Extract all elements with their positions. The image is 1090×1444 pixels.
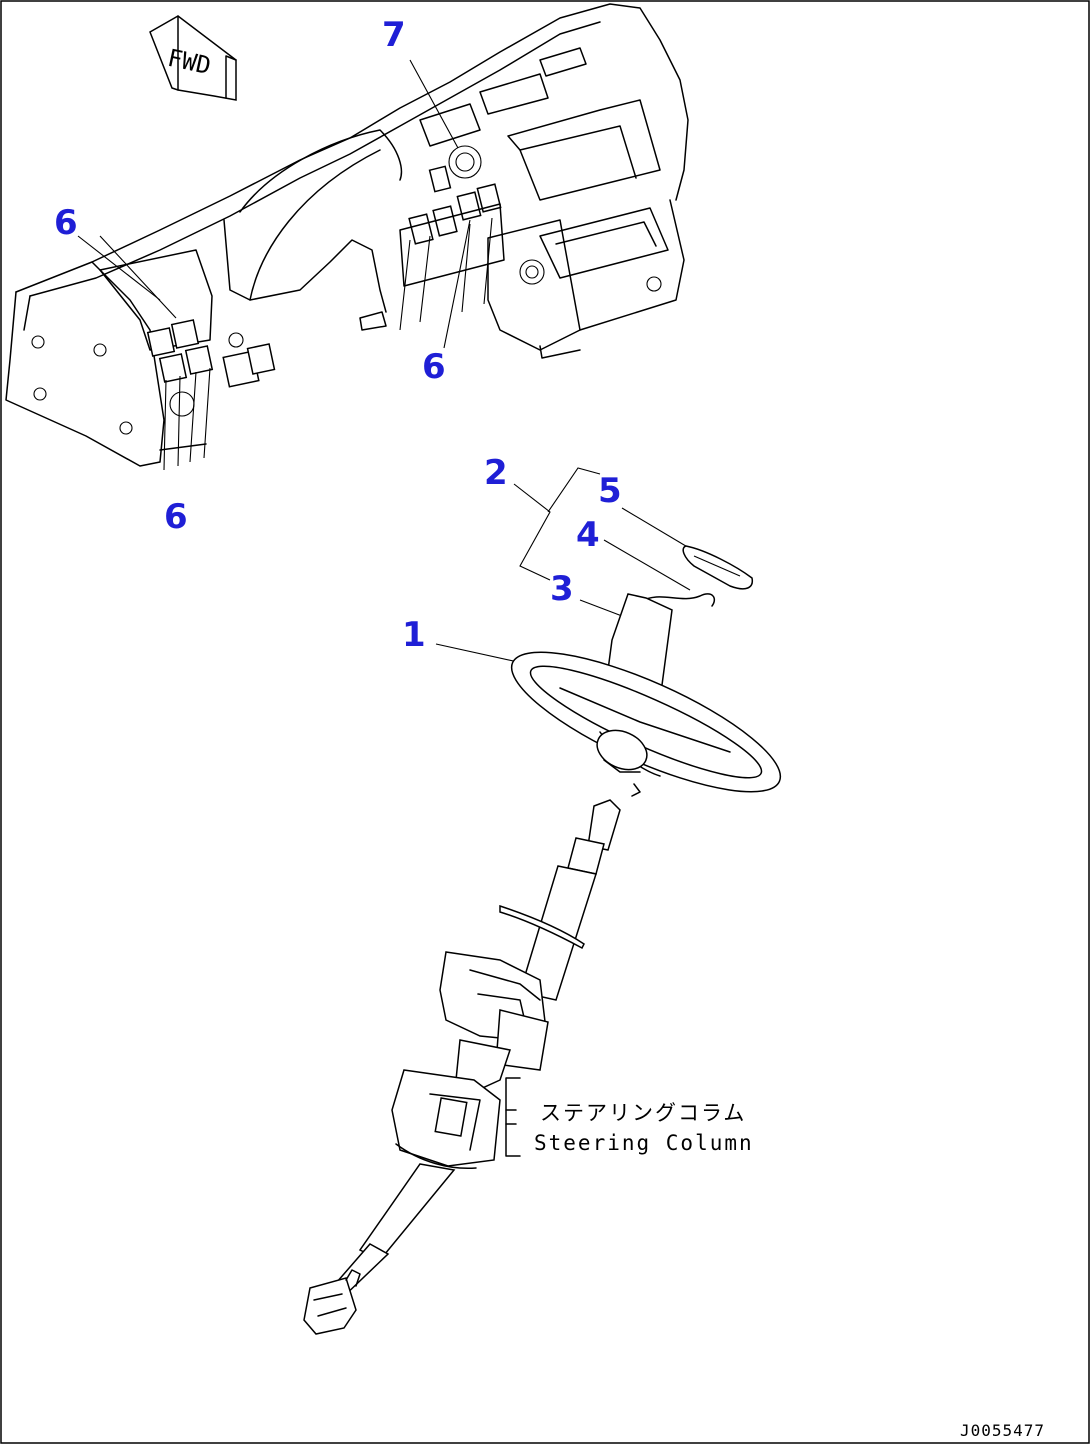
callout-7: 7 xyxy=(382,15,406,55)
callout-4: 4 xyxy=(576,515,600,555)
dashboard-assembly xyxy=(5,3,689,471)
callout-6-left-bottom: 6 xyxy=(164,497,188,537)
drawing-code: J0055477 xyxy=(960,1421,1045,1440)
switch-bank-right xyxy=(399,165,505,331)
horn-wire xyxy=(639,593,716,607)
callout-1: 1 xyxy=(402,615,426,655)
callout-3: 3 xyxy=(550,569,574,609)
callout-5: 5 xyxy=(598,471,622,511)
note-english: Steering Column xyxy=(534,1131,754,1155)
switch-bank-left xyxy=(99,249,276,471)
callout-6-right: 6 xyxy=(422,347,446,387)
horn-pad xyxy=(682,545,754,590)
steering-column xyxy=(303,799,621,1335)
callout-2: 2 xyxy=(484,453,508,493)
note-bracket xyxy=(505,1077,521,1157)
note-japanese: ステアリングコラム xyxy=(540,1101,746,1125)
callout-6-left-top: 6 xyxy=(54,203,78,243)
fwd-arrow-icon: FWD xyxy=(149,15,237,101)
steering-wheel xyxy=(510,651,782,797)
